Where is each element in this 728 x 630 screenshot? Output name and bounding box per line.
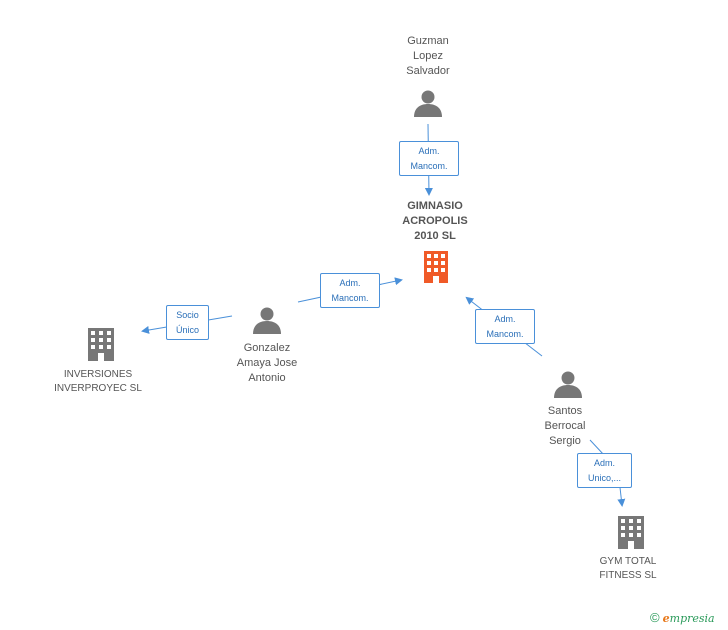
building-icon (88, 328, 114, 361)
node-label-gonzalez[interactable]: Gonzalez Amaya Jose Antonio (236, 342, 298, 384)
person-icon (554, 371, 582, 398)
brand-logo: empresia (662, 612, 715, 625)
building-icon-main (424, 251, 448, 283)
person-icon (253, 307, 281, 334)
edge-label-guzman-gimnasio[interactable]: Adm. Mancom. (399, 141, 459, 176)
brand-footer[interactable]: © empresia (650, 610, 715, 625)
edge-label-gonzalez-gimnasio[interactable]: Adm. Mancom. (320, 273, 380, 308)
person-icon (414, 90, 442, 117)
node-label-gym[interactable]: GYM TOTAL FITNESS SL (599, 556, 657, 581)
edge-label-gonzalez-inversiones[interactable]: Socio Único (166, 305, 209, 340)
node-label-gimnasio[interactable]: GIMNASIO ACROPOLIS 2010 SL (402, 200, 468, 242)
copyright-icon: © (650, 610, 660, 625)
edge-label-santos-gimnasio[interactable]: Adm. Mancom. (475, 309, 535, 344)
node-label-guzman[interactable]: Guzman Lopez Salvador (406, 35, 450, 77)
edge-label-santos-gym[interactable]: Adm. Unico,... (577, 453, 632, 488)
node-label-inversiones[interactable]: INVERSIONES INVERPROYEC SL (54, 369, 142, 394)
node-label-santos[interactable]: Santos Berrocal Sergio (544, 405, 586, 447)
building-icon (618, 516, 644, 549)
